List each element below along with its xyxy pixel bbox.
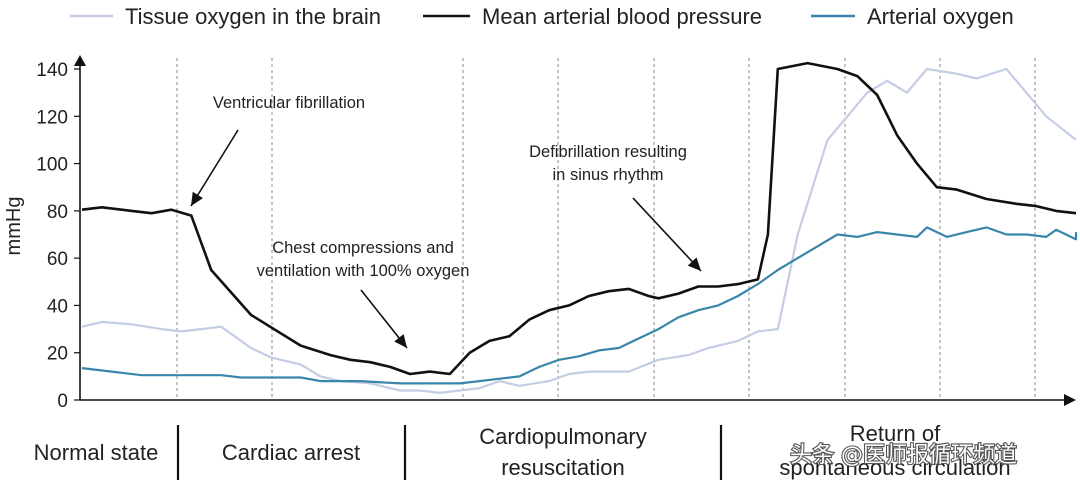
legend-label-1: Mean arterial blood pressure xyxy=(482,4,762,29)
annotation-0-line-0: Ventricular fibrillation xyxy=(213,94,365,112)
y-tick-label-5: 100 xyxy=(36,155,68,176)
annotation-0-arrow-head xyxy=(191,191,203,206)
phase-label-2-line-0: Cardiopulmonary xyxy=(479,424,647,449)
y-tick-label-6: 120 xyxy=(36,107,68,128)
phase-label-3-line-1: spontaneous circulation xyxy=(779,455,1010,480)
phase-label-1-line-0: Cardiac arrest xyxy=(222,440,360,465)
vertical-grid xyxy=(176,58,1036,400)
legend-label-2: Arterial oxygen xyxy=(867,4,1014,29)
series-lines xyxy=(81,61,1078,394)
phase-label-2-line-1: resuscitation xyxy=(501,455,625,480)
series-line-1 xyxy=(81,61,1077,376)
annotation-1-arrow-head xyxy=(394,334,407,348)
legend-label-0: Tissue oxygen in the brain xyxy=(125,4,381,29)
annotation-2-line-1: in sinus rhythm xyxy=(553,166,664,184)
annotation-2-arrow-head xyxy=(687,257,701,271)
x-axis-arrow xyxy=(1064,394,1076,406)
legend: Tissue oxygen in the brain Mean arterial … xyxy=(70,4,1014,29)
watermark: 头条 @医师报循环频道 xyxy=(789,442,1018,469)
watermark-text: 头条 @医师报循环频道 xyxy=(790,443,1017,468)
annotation-2-arrow-shaft xyxy=(632,197,702,272)
y-tick-label-1: 20 xyxy=(47,344,68,365)
y-tick-label-2: 40 xyxy=(47,296,68,317)
y-tick-label-3: 60 xyxy=(47,249,68,270)
series-line-2 xyxy=(81,226,1078,385)
y-tick-label-7: 140 xyxy=(36,60,68,81)
annotation-1-line-0: Chest compressions and xyxy=(272,239,454,257)
phase-label-3-line-0: Return of xyxy=(850,421,941,446)
annotation-2-line-0: Defibrillation resulting xyxy=(529,143,687,161)
y-axis-arrow xyxy=(74,55,86,66)
axes: 0 20 40 60 80 100 120 140 mmHg xyxy=(3,55,1076,412)
annotation-0-arrow-shaft xyxy=(190,129,239,207)
y-tick-label-4: 80 xyxy=(47,202,68,223)
y-tick-label-0: 0 xyxy=(57,391,68,412)
phase-label-0-line-0: Normal state xyxy=(34,440,159,465)
phase-labels: Normal state Cardiac arrest Cardiopulmonar… xyxy=(34,421,1011,480)
series-line-0 xyxy=(81,67,1077,394)
y-axis-label: mmHg xyxy=(3,197,25,256)
annotation-1-line-1: ventilation with 100% oxygen xyxy=(257,262,470,280)
